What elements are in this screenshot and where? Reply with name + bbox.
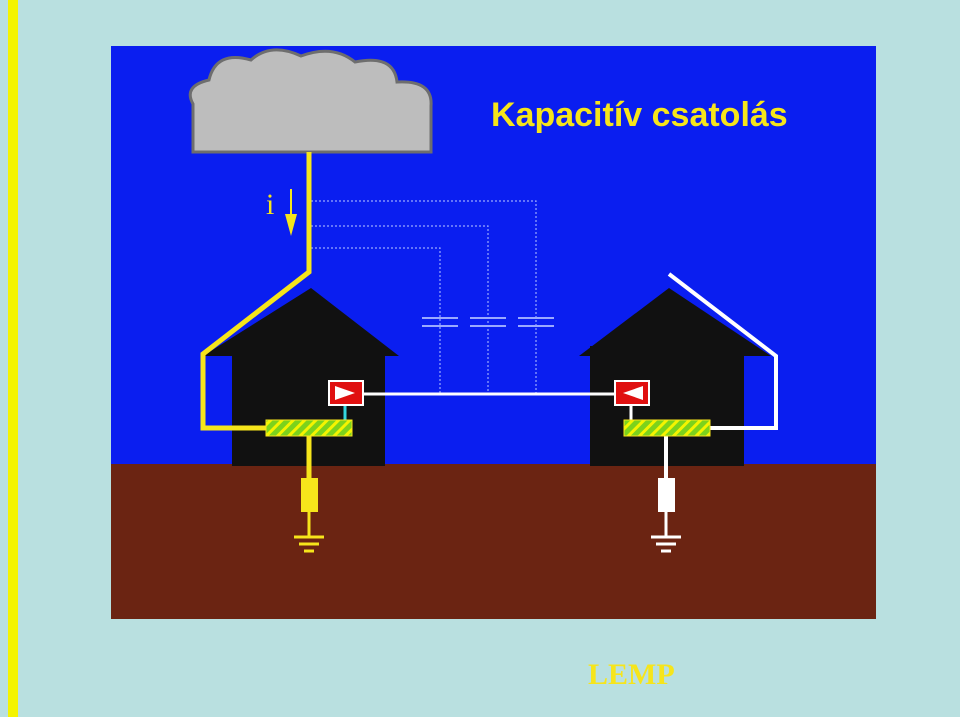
diagram-canvas bbox=[111, 46, 876, 619]
cloud-icon bbox=[188, 48, 433, 154]
surge-protector-icon bbox=[614, 380, 650, 406]
surge-protector-icon bbox=[328, 380, 364, 406]
right-earth-electrode bbox=[651, 466, 681, 553]
current-symbol-label: i bbox=[266, 188, 275, 221]
ground-symbol-icon bbox=[294, 535, 324, 553]
resistor-icon bbox=[301, 478, 318, 512]
ground-area bbox=[111, 464, 876, 619]
footer-label: LEMP bbox=[588, 658, 675, 691]
right-bonding-bar bbox=[623, 419, 711, 437]
left-accent-stripe bbox=[8, 0, 18, 717]
coupling-lines bbox=[311, 200, 537, 394]
current-arrow-icon bbox=[285, 189, 297, 236]
left-earth-electrode bbox=[294, 466, 324, 553]
capacitor-icon bbox=[422, 317, 554, 327]
resistor-icon bbox=[658, 478, 675, 512]
right-building bbox=[579, 288, 771, 466]
diagram-panel: Kapacitív csatolás i bbox=[111, 46, 876, 619]
diagram-title: Kapacitív csatolás bbox=[491, 96, 788, 134]
ground-symbol-icon bbox=[651, 535, 681, 553]
left-bonding-bar bbox=[265, 419, 353, 437]
